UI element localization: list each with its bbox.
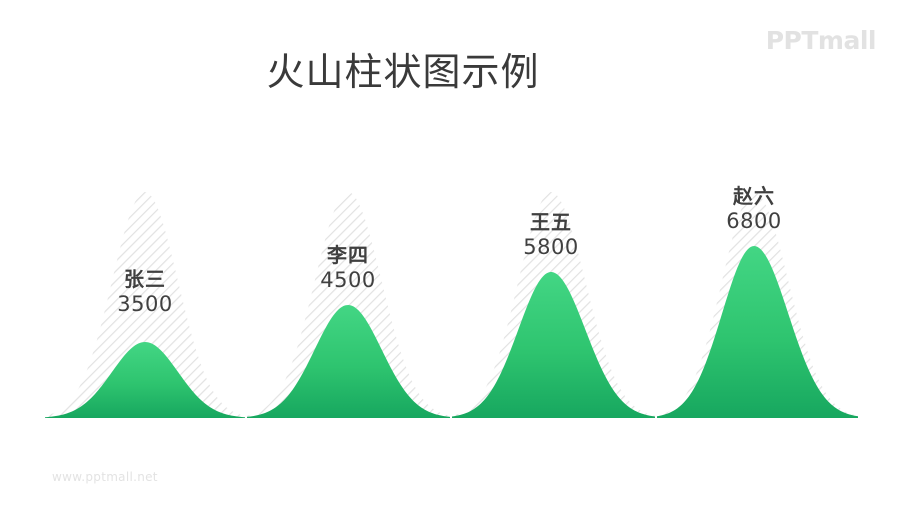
mountain-bar[interactable] (657, 246, 858, 418)
mountain-group (45, 192, 858, 418)
mountain-bar[interactable] (247, 305, 450, 418)
mountain-outline (45, 192, 245, 418)
mountain-bar[interactable] (452, 272, 655, 418)
footer-url: www.pptmall.net (52, 470, 158, 484)
page-title: 火山柱状图示例 (0, 48, 900, 96)
mountain-bar[interactable] (45, 342, 245, 418)
pptmall-logo: PPTmall (765, 26, 877, 55)
page-title-text: 火山柱状图示例 (266, 50, 540, 94)
